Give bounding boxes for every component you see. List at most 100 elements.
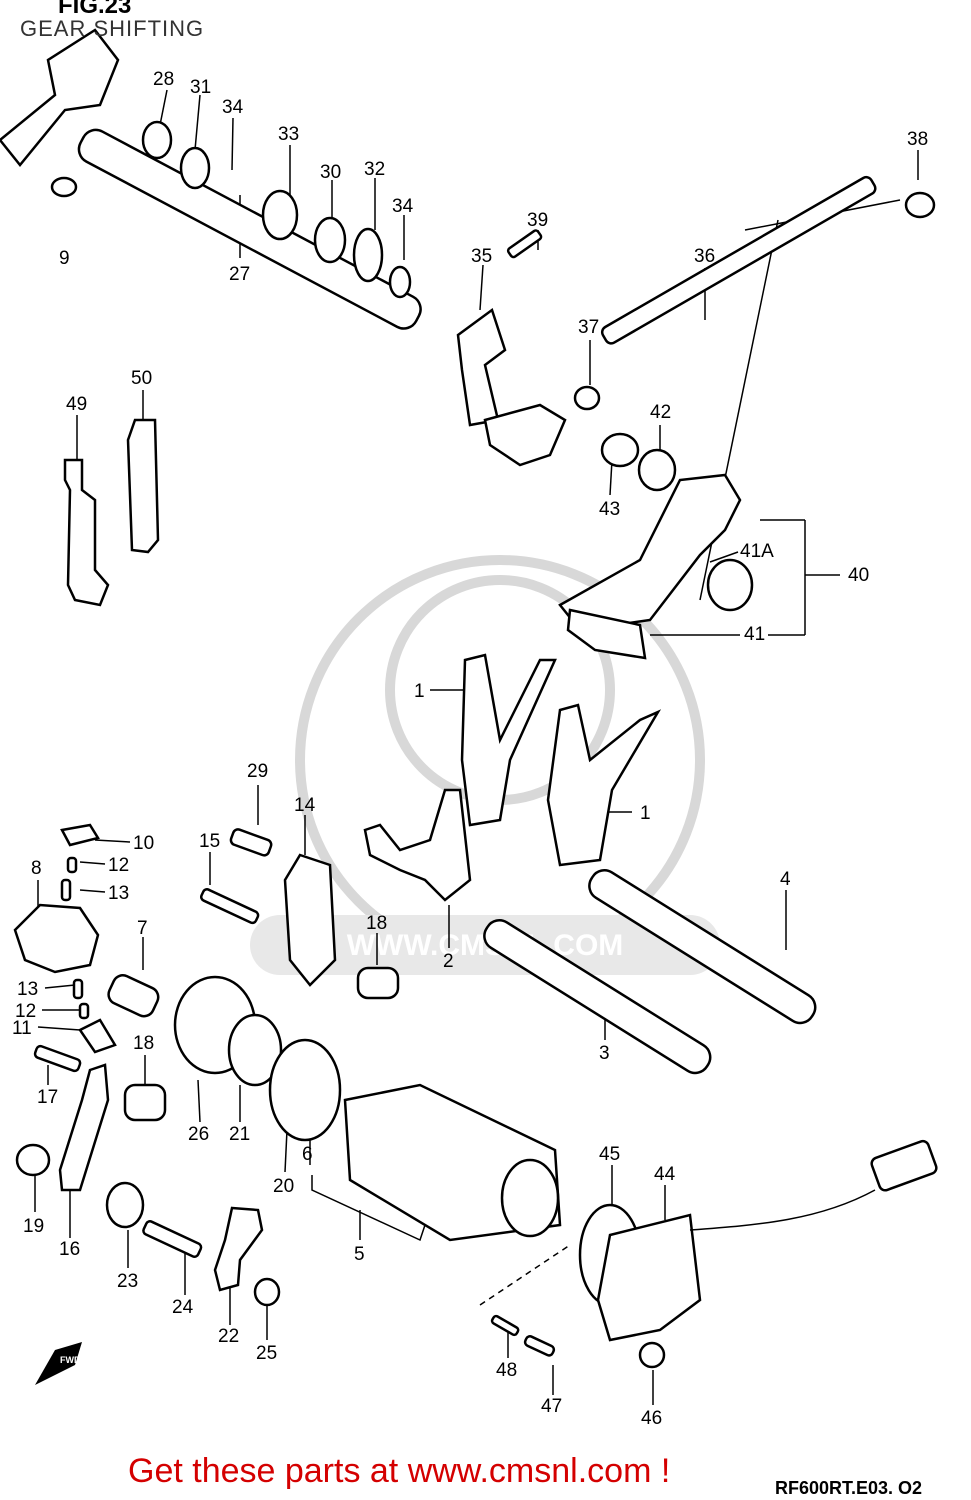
washer-43 bbox=[600, 432, 640, 468]
bolt-29 bbox=[229, 828, 273, 857]
cam-8 bbox=[13, 903, 100, 974]
callout-5: 5 bbox=[354, 1244, 365, 1265]
callout-11: 11 bbox=[12, 1018, 32, 1039]
nut-19 bbox=[15, 1143, 51, 1177]
callout-39: 39 bbox=[527, 210, 548, 231]
washer-32 bbox=[352, 227, 384, 283]
callout-15: 15 bbox=[199, 831, 220, 852]
switch-wire bbox=[689, 1189, 876, 1231]
shift-shaft bbox=[77, 128, 422, 330]
nut-37 bbox=[573, 385, 601, 411]
callout-45: 45 bbox=[599, 1144, 620, 1165]
shift-fork-1-upper bbox=[460, 653, 557, 827]
plate-11 bbox=[78, 1018, 117, 1054]
callout-18: 18 bbox=[366, 913, 387, 934]
callout-22: 22 bbox=[218, 1326, 239, 1347]
callout-34: 34 bbox=[222, 97, 244, 118]
callout-28: 28 bbox=[153, 69, 174, 90]
arm-16 bbox=[58, 1063, 110, 1192]
fwd-arrow-icon: FWD bbox=[35, 1342, 82, 1385]
callout-9: 9 bbox=[59, 248, 70, 269]
pin-12-upper bbox=[66, 856, 78, 874]
screw-46 bbox=[638, 1341, 666, 1369]
shift-fork-2 bbox=[363, 788, 472, 902]
callout-12: 12 bbox=[108, 855, 129, 876]
callout-32: 32 bbox=[364, 159, 385, 180]
callout-labels: 28 31 34 33 30 32 34 9 27 39 35 36 38 37… bbox=[12, 69, 928, 1429]
callout-20: 20 bbox=[273, 1176, 294, 1197]
callout-3: 3 bbox=[599, 1043, 610, 1064]
callout-19: 19 bbox=[23, 1216, 44, 1237]
figure-code: RF600RT.E03. O2 bbox=[775, 1478, 923, 1498]
stopper-plate-14 bbox=[283, 853, 337, 987]
callout-38: 38 bbox=[907, 129, 928, 150]
callout-17: 17 bbox=[37, 1087, 58, 1108]
shift-fork-1-lower bbox=[546, 703, 662, 867]
footer-link-text[interactable]: Get these parts at www.cmsnl.com ! bbox=[128, 1452, 671, 1490]
callout-23: 23 bbox=[117, 1271, 138, 1292]
shift-shaft-lever bbox=[0, 28, 120, 167]
callout-37: 37 bbox=[578, 317, 599, 338]
callout-46: 46 bbox=[641, 1408, 662, 1429]
callout-40: 40 bbox=[848, 565, 869, 586]
spring-48 bbox=[490, 1314, 520, 1337]
figure-subtitle: GEAR SHIFTING bbox=[20, 16, 205, 41]
gearshift-arm-35 bbox=[456, 307, 507, 427]
callout-10: 10 bbox=[133, 833, 154, 854]
callout-44: 44 bbox=[654, 1164, 676, 1185]
callout-25: 25 bbox=[256, 1343, 277, 1364]
callout-16: 16 bbox=[59, 1239, 80, 1260]
contact-47 bbox=[523, 1335, 556, 1357]
callout-2: 2 bbox=[443, 951, 454, 972]
callout-30: 30 bbox=[320, 162, 341, 183]
circlip-34 bbox=[388, 265, 412, 299]
spring-13-lower bbox=[72, 978, 84, 1000]
callout-42: 42 bbox=[650, 402, 671, 423]
leader-lines bbox=[34, 89, 919, 1405]
nut-38 bbox=[904, 191, 936, 219]
callout-1: 1 bbox=[414, 681, 425, 702]
rod-end-joint bbox=[483, 403, 567, 467]
callout-48: 48 bbox=[496, 1360, 517, 1381]
bolt-39 bbox=[506, 229, 543, 259]
callout-4: 4 bbox=[780, 869, 791, 890]
bearing-20 bbox=[268, 1038, 342, 1142]
callout-43: 43 bbox=[599, 499, 620, 520]
link-rod-36 bbox=[600, 175, 877, 345]
callout-33: 33 bbox=[278, 124, 299, 145]
gearshift-lever-40 bbox=[558, 473, 742, 632]
bushing-18-lower bbox=[123, 1083, 167, 1122]
bearing-21 bbox=[227, 1013, 283, 1087]
bracket-50 bbox=[126, 418, 160, 554]
bearing-33 bbox=[261, 189, 299, 241]
lever-rubber-41 bbox=[566, 608, 647, 660]
callout-24: 24 bbox=[172, 1297, 194, 1318]
callout-6: 6 bbox=[302, 1144, 313, 1165]
callout-18: 18 bbox=[133, 1033, 154, 1054]
washer-42 bbox=[637, 448, 677, 492]
bolt-24 bbox=[142, 1220, 203, 1258]
figure-title: FIG.23 bbox=[58, 0, 132, 19]
callout-27: 27 bbox=[229, 264, 250, 285]
callout-50: 50 bbox=[131, 368, 152, 389]
bushing-18-upper bbox=[356, 966, 400, 1000]
bolt-17 bbox=[33, 1044, 82, 1073]
spring-23 bbox=[105, 1181, 145, 1229]
oil-seal-30 bbox=[313, 216, 347, 264]
bolt-15 bbox=[199, 888, 260, 925]
spring-28 bbox=[141, 120, 173, 160]
fwd-label: FWD bbox=[60, 1355, 81, 1365]
callout-29: 29 bbox=[247, 761, 268, 782]
pawl-22 bbox=[213, 1206, 264, 1292]
callout-31: 31 bbox=[190, 77, 211, 98]
pin-7 bbox=[107, 974, 160, 1018]
pin-12-lower bbox=[78, 1002, 90, 1020]
spring-13-upper bbox=[60, 878, 72, 902]
connector bbox=[870, 1139, 938, 1192]
fork-shaft-3 bbox=[483, 919, 712, 1075]
callout-13: 13 bbox=[108, 883, 129, 904]
callout-41A: 41A bbox=[740, 541, 774, 562]
washer-9 bbox=[50, 176, 78, 198]
callout-8: 8 bbox=[31, 858, 42, 879]
